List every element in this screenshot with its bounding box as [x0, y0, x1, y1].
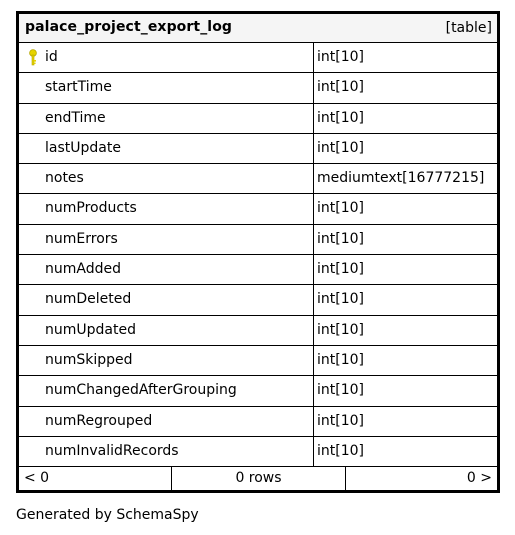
column-type-cell: int[10] [314, 134, 497, 163]
column-name-cell: numSkipped [19, 345, 314, 376]
column-name-cell: numAdded [19, 255, 314, 285]
column-name: lastUpdate [45, 139, 121, 156]
table-kind: [table] [445, 20, 492, 36]
column-name: startTime [45, 79, 112, 96]
column-name-cell: numChangedAfterGrouping [19, 376, 314, 406]
column-name-cell: numInvalidRecords [19, 436, 314, 467]
table-header: palace_project_export_log [table] [19, 14, 497, 43]
column-type-cell: int[10] [314, 104, 497, 133]
column-name-cell: id [19, 43, 314, 73]
column-type: int[10] [317, 79, 364, 96]
column-name: numChangedAfterGrouping [45, 382, 237, 399]
column-row: numErrors int[10] [19, 224, 497, 256]
column-name: numDeleted [45, 291, 132, 308]
column-type: int[10] [317, 230, 364, 247]
column-type-cell: int[10] [314, 346, 497, 375]
table-entity: palace_project_export_log [table] id int… [16, 11, 500, 494]
column-type: int[10] [317, 442, 364, 459]
column-type-cell: int[10] [314, 376, 497, 405]
column-row: numRegrouped int[10] [19, 406, 497, 437]
column-type-cell: int[10] [314, 43, 497, 72]
column-type: int[10] [317, 49, 364, 65]
column-name: numInvalidRecords [45, 442, 179, 459]
column-name-cell: numDeleted [19, 285, 314, 315]
column-type: mediumtext[16777215] [317, 170, 485, 187]
column-name-cell: notes [19, 164, 314, 194]
column-name: numProducts [45, 200, 137, 217]
column-name: numUpdated [45, 321, 136, 338]
column-row: numAdded int[10] [19, 255, 497, 286]
column-row: notes mediumtext[16777215] [19, 164, 497, 195]
column-name: numRegrouped [45, 412, 153, 429]
column-type-cell: int[10] [314, 225, 497, 254]
column-name: numSkipped [45, 351, 133, 368]
column-row: numSkipped int[10] [19, 345, 497, 377]
column-name: numErrors [45, 230, 118, 247]
column-row: id int[10] [19, 43, 497, 74]
column-type: int[10] [317, 351, 364, 368]
column-name-cell: numProducts [19, 194, 314, 224]
column-type: int[10] [317, 291, 364, 308]
column-row: numUpdated int[10] [19, 315, 497, 346]
footer-children-count: 0 > [466, 470, 492, 487]
column-row: numProducts int[10] [19, 194, 497, 225]
column-row: numDeleted int[10] [19, 285, 497, 316]
column-name: numAdded [45, 261, 121, 278]
generated-by-text: Generated by SchemaSpy [16, 507, 199, 523]
column-name-cell: endTime [19, 103, 314, 133]
column-row: numChangedAfterGrouping int[10] [19, 376, 497, 407]
column-type: int[10] [317, 261, 364, 278]
column-type-cell: int[10] [314, 73, 497, 102]
column-type: int[10] [317, 139, 364, 156]
column-type: int[10] [317, 109, 364, 126]
table-footer: < 0 0 rows 0 > [19, 467, 497, 491]
column-name: endTime [45, 109, 106, 126]
column-type-cell: int[10] [314, 407, 497, 436]
column-row: startTime int[10] [19, 73, 497, 104]
footer-parents-cell: < 0 [19, 467, 172, 491]
column-name: id [45, 49, 58, 65]
column-type: int[10] [317, 412, 364, 429]
column-type-cell: int[10] [314, 255, 497, 284]
column-row: endTime int[10] [19, 103, 497, 134]
key-icon [29, 49, 37, 66]
column-name-cell: numErrors [19, 224, 314, 255]
table-name: palace_project_export_log [25, 19, 233, 35]
column-type-cell: int[10] [314, 437, 497, 466]
footer-row-count: 0 rows [235, 470, 282, 487]
column-type: int[10] [317, 321, 364, 338]
column-name-cell: lastUpdate [19, 133, 314, 164]
footer-parents-count: < 0 [24, 470, 50, 487]
column-row: lastUpdate int[10] [19, 133, 497, 165]
column-type: int[10] [317, 200, 364, 217]
column-type-cell: int[10] [314, 316, 497, 345]
column-name: notes [45, 170, 84, 187]
column-type-cell: int[10] [314, 194, 497, 223]
column-name-cell: startTime [19, 73, 314, 103]
column-type-cell: mediumtext[16777215] [314, 164, 497, 193]
footer-children-cell: 0 > [346, 467, 497, 490]
footer-rows-cell: 0 rows [172, 467, 346, 491]
column-type-cell: int[10] [314, 285, 497, 314]
column-name-cell: numRegrouped [19, 406, 314, 436]
column-row: numInvalidRecords int[10] [19, 436, 497, 468]
column-name-cell: numUpdated [19, 315, 314, 345]
column-type: int[10] [317, 382, 364, 399]
